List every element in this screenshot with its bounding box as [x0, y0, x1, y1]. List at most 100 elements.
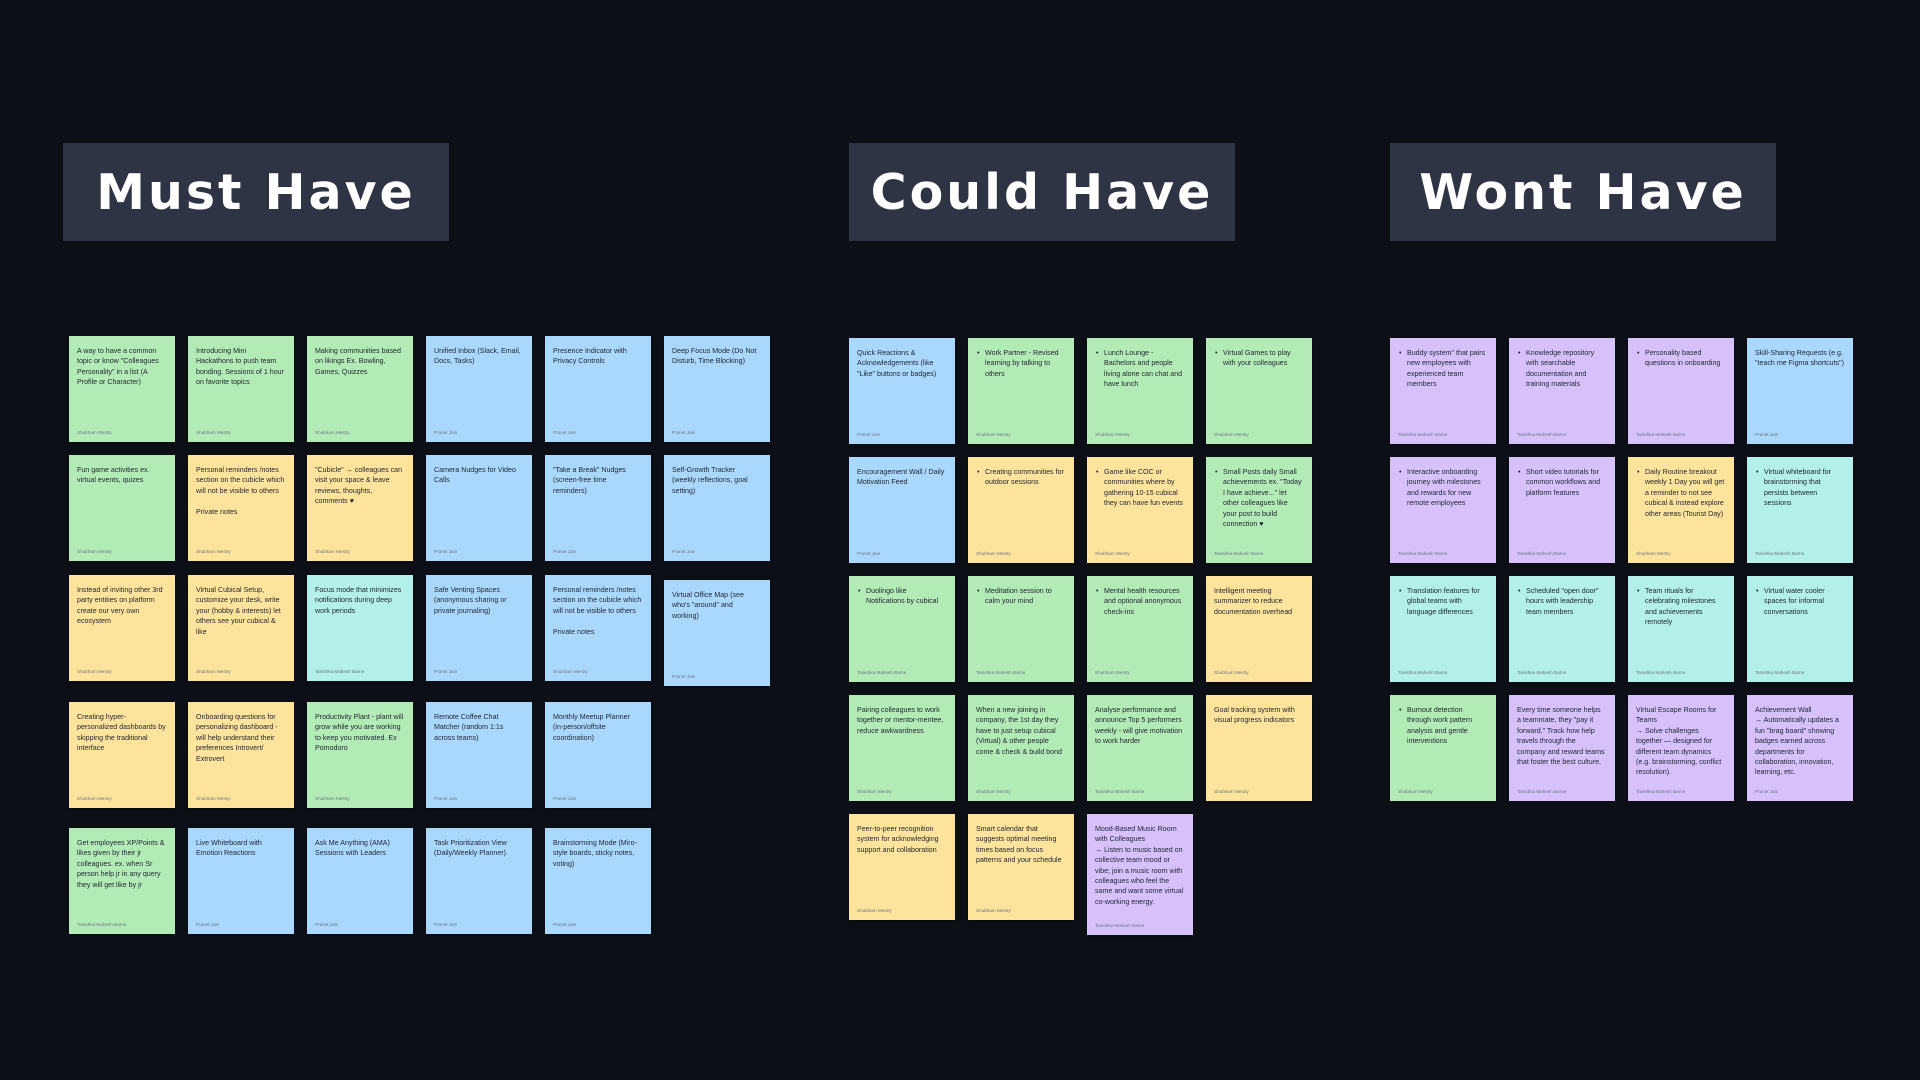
sticky-note-author: Tanishka Mahesh Barne — [1095, 923, 1145, 928]
sticky-note[interactable]: Task Prioritization View (Daily/Weekly P… — [426, 828, 532, 934]
sticky-note-author: Shubham Mestry — [976, 789, 1011, 794]
sticky-note[interactable]: Personal reminders /notes section on the… — [188, 455, 294, 561]
sticky-note[interactable]: Ask Me Anything (AMA) Sessions with Lead… — [307, 828, 413, 934]
sticky-note[interactable]: Personality based questions in onboardin… — [1628, 338, 1734, 444]
sticky-note-author: Tanishka Mahesh Barne — [857, 670, 907, 675]
sticky-note-author: Shubham Mestry — [77, 430, 112, 435]
sticky-note[interactable]: Virtual Escape Rooms for Teams → Solve c… — [1628, 695, 1734, 801]
sticky-note-text: Mood-Based Music Room with Colleagues → … — [1095, 825, 1184, 906]
sticky-note-author: Shubham Mestry — [315, 430, 350, 435]
sticky-note-author: Shubham Mestry — [196, 796, 231, 801]
sticky-note-text: Skill-Sharing Requests (e.g. "teach me F… — [1755, 349, 1845, 368]
sticky-note[interactable]: Daily Routine breakout weekly 1 Day you … — [1628, 457, 1734, 563]
sticky-note-author: Tanishka Mahesh Barne — [976, 670, 1026, 675]
column-header-could-have[interactable]: Could Have — [849, 143, 1235, 241]
sticky-note-text: Personality based questions in onboardin… — [1636, 348, 1725, 369]
sticky-note-author: Shubham Mestry — [1214, 432, 1249, 437]
sticky-note[interactable]: Pairing colleagues to work together or m… — [849, 695, 955, 801]
sticky-note[interactable]: Deep Focus Mode (Do Not Disturb, Time Bl… — [664, 336, 770, 442]
column-header-wont-have[interactable]: Wont Have — [1390, 143, 1776, 241]
sticky-note[interactable]: Mood-Based Music Room with Colleagues → … — [1087, 814, 1193, 935]
sticky-note[interactable]: Skill-Sharing Requests (e.g. "teach me F… — [1747, 338, 1853, 444]
sticky-note-text: Quick Reactions & Acknowledgements (like… — [857, 349, 937, 378]
sticky-note[interactable]: Instead of inviting other 3rd party enti… — [69, 575, 175, 681]
sticky-note[interactable]: Interactive onboarding journey with mile… — [1390, 457, 1496, 563]
sticky-note-author: Shubham Mestry — [1095, 432, 1130, 437]
sticky-note[interactable]: Achievement Wall → Automatically updates… — [1747, 695, 1853, 801]
sticky-note[interactable]: Virtual Cubical Setup, customize your de… — [188, 575, 294, 681]
sticky-note-author: Tanishka Mahesh Barne — [1636, 432, 1686, 437]
sticky-note[interactable]: Presence Indicator with Privacy Controls… — [545, 336, 651, 442]
sticky-note-text: Remote Coffee Chat Matcher (random 1:1s … — [434, 713, 504, 742]
sticky-note-text: Buddy system" that pairs new employees w… — [1398, 348, 1487, 390]
sticky-note[interactable]: Quick Reactions & Acknowledgements (like… — [849, 338, 955, 444]
sticky-note[interactable]: Work Partner - Revised learning by talki… — [968, 338, 1074, 444]
sticky-note-author: Tanishka Mahesh Barne — [1755, 670, 1805, 675]
sticky-note[interactable]: Safe Venting Spaces (anonymous sharing o… — [426, 575, 532, 681]
sticky-note-text: Encouragement Wall / Daily Motivation Fe… — [857, 468, 945, 487]
sticky-note-text: Virtual Games to play with your colleagu… — [1214, 348, 1303, 369]
sticky-note[interactable]: "Cubicle" → colleagues can visit your sp… — [307, 455, 413, 561]
sticky-note-author: Shubham Mestry — [1095, 551, 1130, 556]
sticky-note[interactable]: Knowledge repository with searchable doc… — [1509, 338, 1615, 444]
sticky-note-author: Shubham Mestry — [553, 669, 588, 674]
sticky-note[interactable]: Game like COC or communities where by ga… — [1087, 457, 1193, 563]
sticky-note[interactable]: Buddy system" that pairs new employees w… — [1390, 338, 1496, 444]
sticky-note[interactable]: Fun game activities ex. virtual events, … — [69, 455, 175, 561]
sticky-note[interactable]: Making communities based on likings Ex. … — [307, 336, 413, 442]
sticky-note-text: Task Prioritization View (Daily/Weekly P… — [434, 839, 507, 858]
sticky-note[interactable]: Unified Inbox (Slack, Email, Docs, Tasks… — [426, 336, 532, 442]
sticky-note[interactable]: Get employees XP/Points & likes given by… — [69, 828, 175, 934]
sticky-note[interactable]: When a new joining in company, the 1st d… — [968, 695, 1074, 801]
sticky-note[interactable]: Small Posts daily Small achievements ex.… — [1206, 457, 1312, 563]
sticky-note-text: Small Posts daily Small achievements ex.… — [1214, 467, 1303, 529]
sticky-note-text: Translation features for global teams wi… — [1398, 586, 1487, 617]
sticky-note[interactable]: Productivity Plant - plant will grow whi… — [307, 702, 413, 808]
sticky-note-author: Tanishka Mahesh Barne — [77, 922, 127, 927]
sticky-note[interactable]: Smart calendar that suggests optimal mee… — [968, 814, 1074, 920]
sticky-note-text: Brainstorming Mode (Miro-style boards, s… — [553, 839, 637, 868]
sticky-note[interactable]: Virtual Games to play with your colleagu… — [1206, 338, 1312, 444]
sticky-note[interactable]: Meditation session to calm your mindTani… — [968, 576, 1074, 682]
column-header-must-have[interactable]: Must Have — [63, 143, 449, 241]
sticky-note[interactable]: Virtual whiteboard for brainstorming tha… — [1747, 457, 1853, 563]
sticky-note[interactable]: Encouragement Wall / Daily Motivation Fe… — [849, 457, 955, 563]
sticky-note[interactable]: Translation features for global teams wi… — [1390, 576, 1496, 682]
sticky-note[interactable]: Creating hyper-personalized dashboards b… — [69, 702, 175, 808]
sticky-note[interactable]: Creating communities for outdoor session… — [968, 457, 1074, 563]
sticky-note[interactable]: Brainstorming Mode (Miro-style boards, s… — [545, 828, 651, 934]
sticky-note-author: Pranet Jain — [434, 669, 458, 674]
sticky-note[interactable]: Scheduled "open door" hours with leaders… — [1509, 576, 1615, 682]
sticky-note[interactable]: Peer-to-peer recognition system for ackn… — [849, 814, 955, 920]
sticky-note-author: Shubham Mestry — [315, 549, 350, 554]
sticky-note[interactable]: Virtual water cooler spaces for informal… — [1747, 576, 1853, 682]
sticky-note-text: Personal reminders /notes section on the… — [196, 466, 285, 516]
sticky-note-text: Introducing Mini Hackathons to push team… — [196, 347, 284, 387]
sticky-note[interactable]: Lunch Lounge - Bachelors and people livi… — [1087, 338, 1193, 444]
sticky-note[interactable]: Analyse performance and announce Top 5 p… — [1087, 695, 1193, 801]
sticky-note[interactable]: Mental health resources and optional ano… — [1087, 576, 1193, 682]
sticky-note[interactable]: Onboarding questions for personalizing d… — [188, 702, 294, 808]
sticky-note[interactable]: A way to have a common topic or know "Co… — [69, 336, 175, 442]
sticky-note[interactable]: Burnout detection through work pattern a… — [1390, 695, 1496, 801]
sticky-note[interactable]: Self-Growth Tracker (weekly reflections,… — [664, 455, 770, 561]
sticky-note[interactable]: Goal tracking system with visual progres… — [1206, 695, 1312, 801]
sticky-note-author: Tanishka Mahesh Barne — [1214, 551, 1264, 556]
sticky-note[interactable]: Virtual Office Map (see who's "around" a… — [664, 580, 770, 686]
sticky-note[interactable]: Every time someone helps a teammate, the… — [1509, 695, 1615, 801]
sticky-note[interactable]: Duolingo like Notifications by cubicalTa… — [849, 576, 955, 682]
sticky-note[interactable]: Monthly Meetup Planner (in-person/offsit… — [545, 702, 651, 808]
sticky-note[interactable]: Short video tutorials for common workflo… — [1509, 457, 1615, 563]
sticky-note-text: Meditation session to calm your mind — [976, 586, 1065, 607]
sticky-note-text: Analyse performance and announce Top 5 p… — [1095, 706, 1183, 746]
sticky-note[interactable]: Intelligent meeting summarizer to reduce… — [1206, 576, 1312, 682]
sticky-note[interactable]: "Take a Break" Nudges (screen-free time … — [545, 455, 651, 561]
sticky-note[interactable]: Focus mode that minimizes notifications … — [307, 575, 413, 681]
sticky-note[interactable]: Team rituals for celebrating milestones … — [1628, 576, 1734, 682]
sticky-note[interactable]: Remote Coffee Chat Matcher (random 1:1s … — [426, 702, 532, 808]
sticky-note[interactable]: Personal reminders /notes section on the… — [545, 575, 651, 681]
sticky-note[interactable]: Introducing Mini Hackathons to push team… — [188, 336, 294, 442]
sticky-note-text: Focus mode that minimizes notifications … — [315, 586, 402, 615]
